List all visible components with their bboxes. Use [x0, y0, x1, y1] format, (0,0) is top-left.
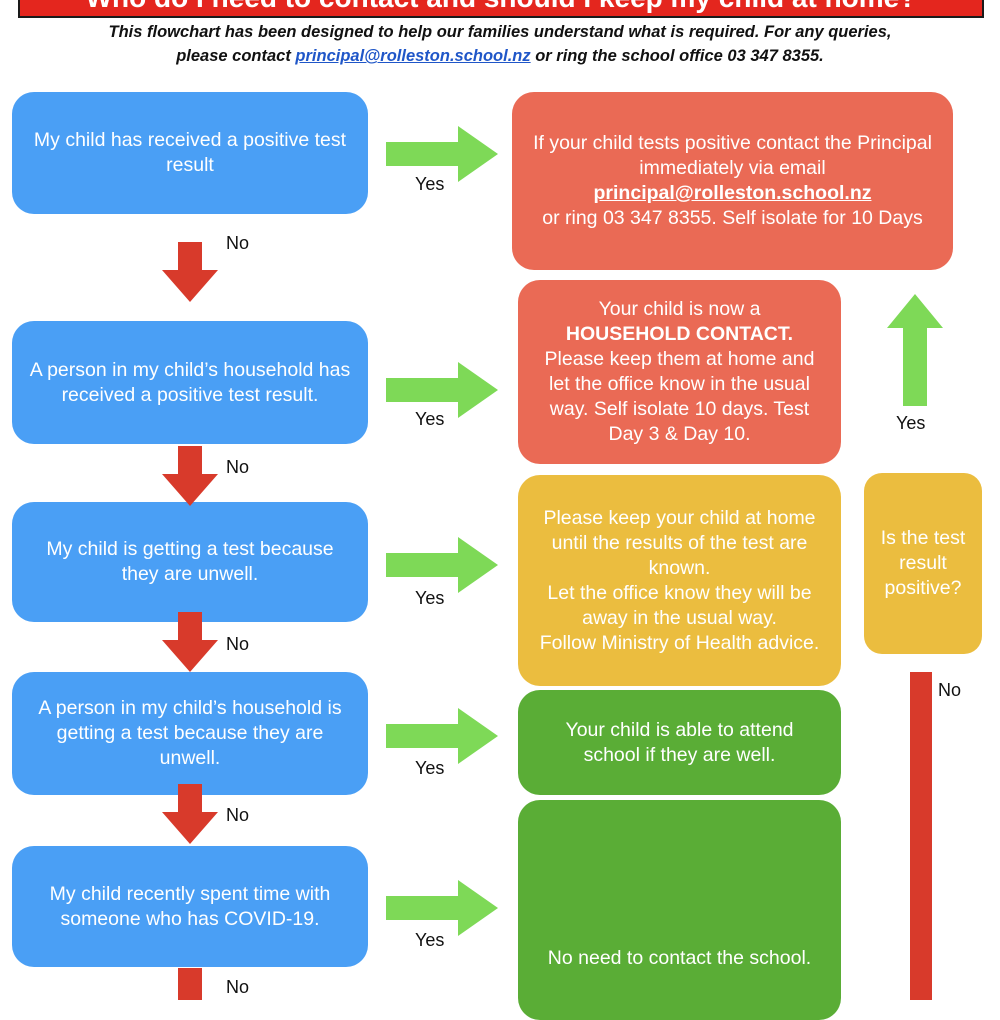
no-label-2: No — [226, 457, 250, 477]
outcome-household-contact: Your child is now a HOUSEHOLD CONTACT. P… — [518, 280, 841, 464]
yes-label-decision: Yes — [896, 413, 926, 433]
yes-arrow-5 — [386, 880, 498, 936]
no-arrow-5 — [178, 968, 202, 1000]
yes-up-arrow — [887, 294, 943, 406]
yes-arrow-3 — [386, 537, 498, 593]
question-household-testing: A person in my child’s household is gett… — [12, 672, 368, 795]
no-arrow-4 — [162, 784, 218, 844]
intro-phone-text: or ring the school office 03 347 8355. — [530, 47, 824, 65]
no-arrow-1 — [162, 242, 218, 302]
outcome-positive-line-1: If your child tests positive contact the… — [533, 132, 932, 179]
intro-contact-text: please contact — [176, 47, 296, 65]
yes-arrow-1 — [386, 126, 498, 182]
question-child-positive-text: My child has received a positive test re… — [33, 129, 347, 176]
question-household-testing-text: A person in my child’s household is gett… — [38, 697, 342, 769]
outcome-wait-line-3: Follow Ministry of Health advice. — [539, 631, 820, 654]
no-label-1: No — [226, 233, 250, 253]
no-label-decision: No — [938, 680, 962, 700]
question-child-positive: My child has received a positive test re… — [12, 92, 368, 214]
yes-label-5: Yes — [415, 930, 445, 950]
outcome-can-attend: Your child is able to attend school if t… — [518, 690, 841, 795]
decision-test-positive: Is the test result positive? — [864, 473, 982, 654]
decision-test-positive-text: Is the test result positive? — [880, 527, 966, 599]
no-bar-decision — [910, 672, 932, 1000]
outcome-wait-line-1: Please keep your child at home until the… — [543, 506, 816, 579]
outcome-wait-line-2: Let the office know they will be away in… — [547, 581, 812, 629]
intro-line-2: please contact principal@rolleston.schoo… — [20, 44, 980, 68]
question-contact-case-text: My child recently spent time with someon… — [49, 882, 331, 930]
yes-label-2: Yes — [415, 409, 445, 429]
outcome-attend-text: Your child is able to attend school if t… — [565, 718, 794, 766]
question-child-testing: My child is getting a test because they … — [12, 502, 368, 622]
outcome-positive-line-2: or ring 03 347 8355. Self isolate for 10… — [542, 207, 923, 229]
banner-title: Who do I need to contact and should I ke… — [20, 0, 982, 13]
principal-email-link[interactable]: principal@rolleston.school.nz — [295, 47, 531, 65]
no-label-3: No — [226, 634, 250, 654]
question-contact-case: My child recently spent time with someon… — [12, 846, 368, 967]
no-label-5: No — [226, 977, 250, 997]
question-household-positive-text: A person in my child’s household has rec… — [29, 358, 351, 406]
title-banner: Who do I need to contact and should I ke… — [18, 0, 984, 18]
no-label-4: No — [226, 805, 250, 825]
outcome-household-strong: HOUSEHOLD CONTACT. — [565, 323, 794, 345]
outcome-child-positive: If your child tests positive contact the… — [512, 92, 953, 270]
yes-label-4: Yes — [415, 758, 445, 778]
outcome-positive-email[interactable]: principal@rolleston.school.nz — [593, 182, 872, 204]
intro-line-1: This flowchart has been designed to help… — [108, 23, 892, 41]
yes-label-3: Yes — [415, 588, 445, 608]
outcome-household-line-2: Please keep them at home and let the off… — [544, 348, 815, 445]
outcome-household-line-1: Your child is now a — [598, 298, 761, 320]
no-arrow-2 — [162, 446, 218, 506]
question-household-positive: A person in my child’s household has rec… — [12, 321, 368, 444]
no-arrow-3 — [162, 612, 218, 672]
outcome-stay-home: Please keep your child at home until the… — [518, 475, 841, 686]
question-child-testing-text: My child is getting a test because they … — [46, 538, 334, 585]
outcome-no-contact: No need to contact the school. — [518, 800, 841, 1020]
outcome-no-contact-text: No need to contact the school. — [547, 947, 812, 969]
yes-arrow-4 — [386, 708, 498, 764]
yes-label-1: Yes — [415, 174, 445, 194]
yes-arrow-2 — [386, 362, 498, 418]
